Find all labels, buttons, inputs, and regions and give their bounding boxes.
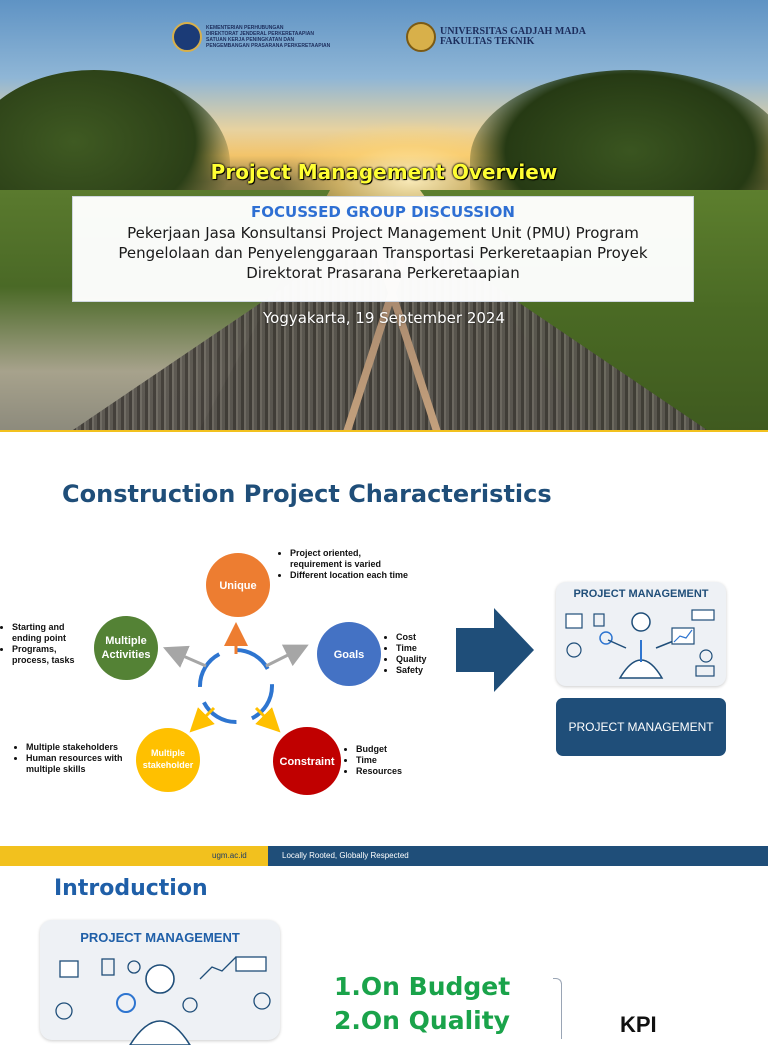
project-manager-illustration-icon bbox=[565, 609, 715, 679]
ugm-faculty: FAKULTAS TEKNIK bbox=[440, 36, 535, 47]
node-stakeholder: Multiple stakeholder bbox=[136, 728, 200, 792]
kemenhub-line: PENGEMBANGAN PRASARANA PERKERETAAPIAN bbox=[206, 43, 331, 49]
arrow-to-constraint bbox=[254, 706, 281, 733]
bullet-item: Time bbox=[396, 643, 446, 654]
ugm-logo: UNIVERSITAS GADJAH MADA FAKULTAS TEKNIK bbox=[406, 22, 586, 52]
node-stakeholder-label-2: stakeholder bbox=[143, 760, 194, 770]
bullet-item: Safety bbox=[396, 665, 446, 676]
bullet-item: Resources bbox=[356, 766, 426, 777]
characteristics-slide: Construction Project Characteristics Uni… bbox=[0, 442, 768, 866]
arrow-to-stakeholder bbox=[189, 706, 216, 733]
subtitle-box: FOCUSSED GROUP DISCUSSION Pekerjaan Jasa… bbox=[72, 196, 694, 302]
characteristics-diagram: Unique Goals Constraint Multiple stakeho… bbox=[94, 553, 534, 795]
project-management-card: PROJECT MANAGEMENT bbox=[40, 920, 280, 1046]
node-activities-label-2: Activities bbox=[102, 649, 151, 661]
footer-yellow-band bbox=[0, 846, 268, 866]
kpi-item: 1.On Budget bbox=[334, 972, 511, 1001]
node-goals-label: Goals bbox=[334, 649, 365, 661]
bullet-item: Different location each time bbox=[290, 570, 410, 581]
fgd-heading: FOCUSSED GROUP DISCUSSION bbox=[251, 203, 515, 221]
bullet-item: Project oriented, requirement is varied bbox=[290, 548, 410, 570]
pm-card-title: PROJECT MANAGEMENT bbox=[80, 930, 240, 945]
kemenhub-line: KEMENTERIAN PERHUBUNGAN bbox=[206, 25, 284, 31]
node-activities-label-1: Multiple bbox=[105, 635, 147, 647]
bullet-item: Time bbox=[356, 755, 426, 766]
project-management-card: PROJECT MANAGEMENT bbox=[556, 582, 726, 686]
description-line: Direktorat Prasarana Perkeretaapian bbox=[246, 264, 520, 282]
bullet-item: Starting and ending point bbox=[12, 622, 84, 644]
node-unique: Unique bbox=[206, 553, 270, 617]
bullet-item: Cost bbox=[396, 632, 446, 643]
kpi-label: KPI bbox=[620, 1012, 657, 1037]
node-constraint: Constraint bbox=[273, 727, 341, 795]
kemenhub-logo: KEMENTERIAN PERHUBUNGAN DIREKTORAT JENDE… bbox=[172, 22, 376, 52]
bullet-item: Multiple stakeholders bbox=[26, 742, 140, 753]
project-manager-illustration-icon bbox=[55, 956, 271, 1046]
unique-bullets: Project oriented, requirement is varied … bbox=[280, 548, 410, 581]
footer-url[interactable]: ugm.ac.id bbox=[212, 851, 247, 860]
node-activities: Multiple Activities bbox=[94, 616, 158, 680]
bullet-item: Budget bbox=[356, 744, 426, 755]
node-unique-label: Unique bbox=[219, 580, 256, 592]
node-goals: Goals bbox=[317, 622, 381, 686]
introduction-slide: Introduction PROJECT MANAGEMENT 1.On Bud… bbox=[0, 866, 768, 1046]
big-right-arrow bbox=[456, 608, 534, 692]
bullet-item: Programs, process, tasks bbox=[12, 644, 84, 666]
constraint-bullets: Budget Time Resources bbox=[346, 744, 426, 777]
activities-bullets: Starting and ending point Programs, proc… bbox=[2, 622, 84, 666]
yellow-divider bbox=[0, 430, 768, 432]
bullet-item: Human resources with multiple skills bbox=[26, 753, 140, 775]
slide-title: Construction Project Characteristics bbox=[62, 480, 552, 508]
title-slide: KEMENTERIAN PERHUBUNGAN DIREKTORAT JENDE… bbox=[0, 0, 768, 432]
stakeholder-bullets: Multiple stakeholders Human resources wi… bbox=[16, 742, 140, 775]
bullet-item: Quality bbox=[396, 654, 446, 665]
arrow-to-goals bbox=[265, 644, 309, 668]
arrow-to-activities bbox=[163, 645, 207, 668]
kemenhub-line: SATUAN KERJA PENINGKATAN DAN bbox=[206, 37, 295, 43]
presentation-date: Yogyakarta, 19 September 2024 bbox=[262, 309, 506, 327]
slide-footer: ugm.ac.id Locally Rooted, Globally Respe… bbox=[0, 846, 768, 866]
footer-tagline: Locally Rooted, Globally Respected bbox=[282, 851, 409, 860]
presentation-title: Project Management Overview bbox=[210, 160, 558, 184]
slide-title: Introduction bbox=[54, 876, 208, 901]
pm-card-title: PROJECT MANAGEMENT bbox=[573, 588, 709, 600]
kpi-item: 2.On Quality bbox=[334, 1006, 510, 1035]
node-stakeholder-label-1: Multiple bbox=[151, 748, 185, 758]
description-line: Pekerjaan Jasa Konsultansi Project Manag… bbox=[127, 224, 639, 242]
ugm-name: UNIVERSITAS GADJAH MADA bbox=[440, 26, 586, 37]
goals-bullets: Cost Time Quality Safety bbox=[386, 632, 446, 676]
node-constraint-label: Constraint bbox=[280, 756, 335, 768]
bracket-connector bbox=[553, 978, 562, 1039]
description-line: Pengelolaan dan Penyelenggaraan Transpor… bbox=[118, 244, 648, 262]
kpi-list: 1.On Budget 2.On Quality bbox=[334, 970, 510, 1038]
project-management-button[interactable]: PROJECT MANAGEMENT bbox=[556, 698, 726, 756]
kemenhub-emblem-icon bbox=[172, 22, 202, 52]
kemenhub-line: DIREKTORAT JENDERAL PERKERETAAPIAN bbox=[206, 31, 314, 37]
ugm-emblem-icon bbox=[406, 22, 436, 52]
